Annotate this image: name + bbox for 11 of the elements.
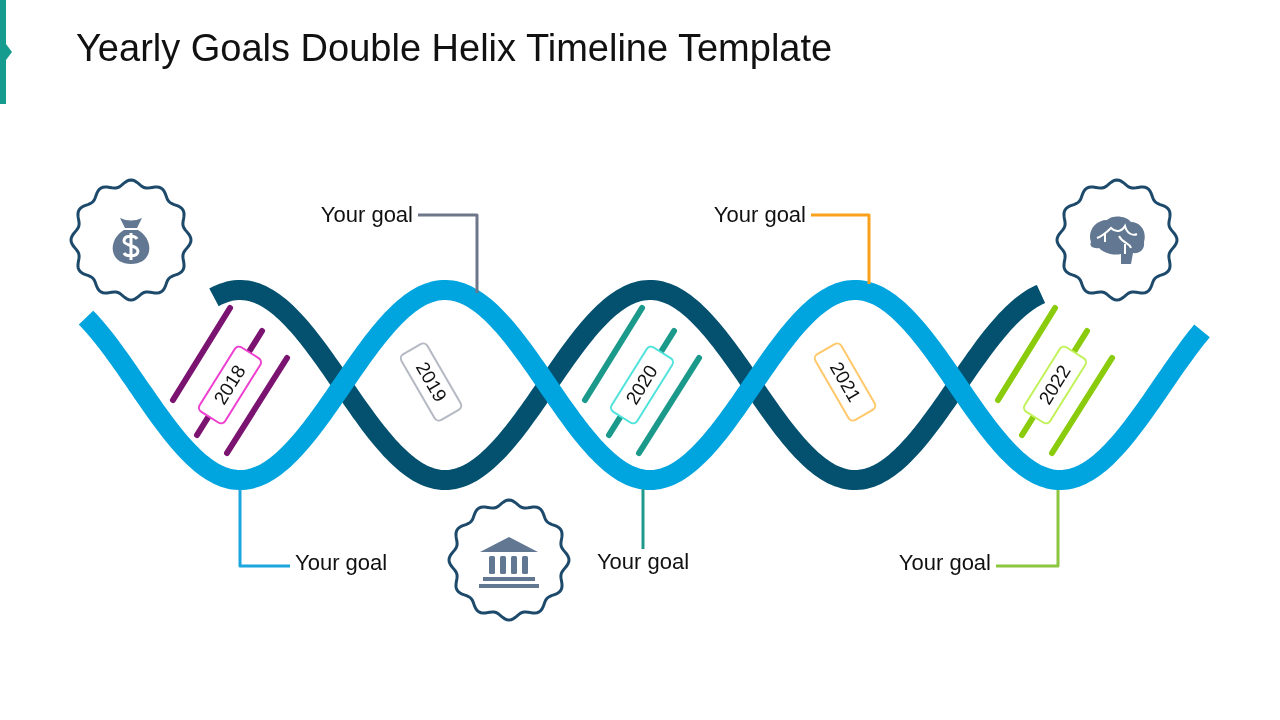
leader-line [811, 213, 871, 284]
leader-line [996, 490, 1060, 568]
goal-label: Your goal [893, 549, 996, 577]
leader-line [238, 489, 290, 568]
leader-line [641, 489, 645, 549]
title: Yearly Goals Double Helix Timeline Template [76, 26, 833, 71]
leader-line [418, 213, 479, 293]
goal-label: Your goal [290, 549, 393, 577]
goal-label: Your goal [315, 201, 418, 229]
goal-label: Your goal [591, 549, 695, 576]
goal-label: Your goal [708, 201, 811, 229]
